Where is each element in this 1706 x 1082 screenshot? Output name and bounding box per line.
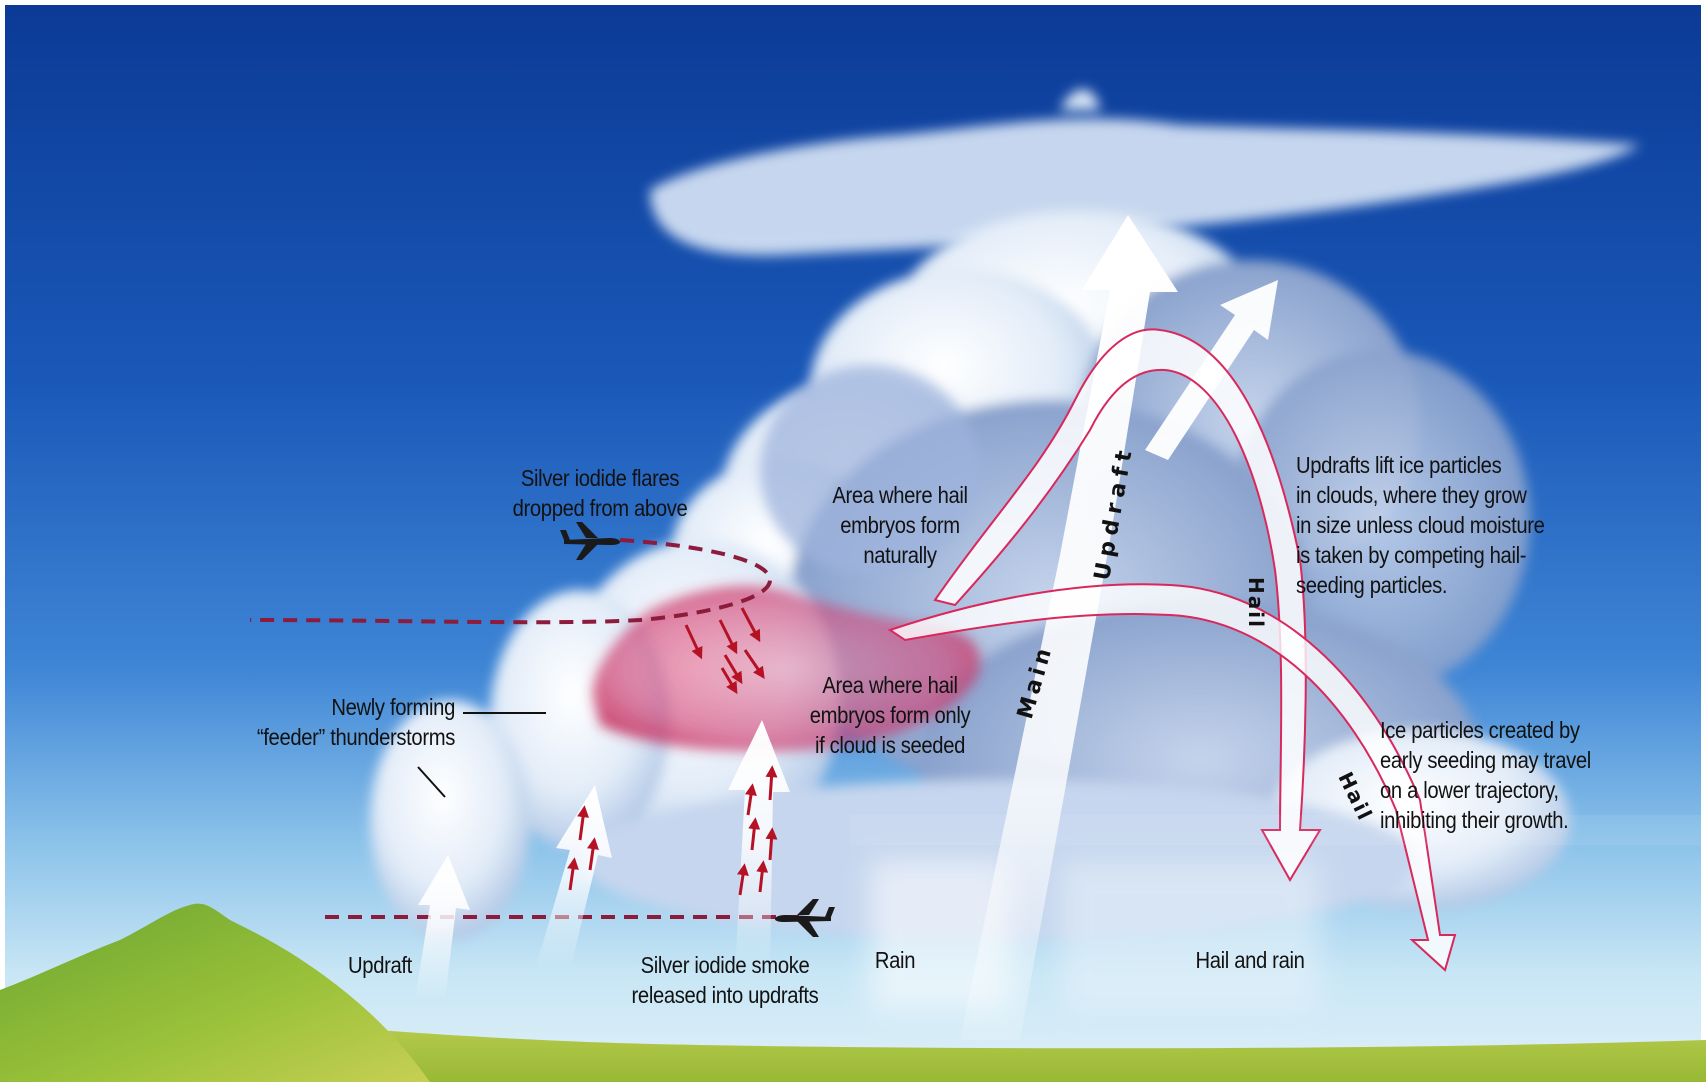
- ice-particles-label: Ice particles created by early seeding m…: [1380, 715, 1644, 835]
- hail-upper-arrow-label: Hail: [1244, 577, 1268, 629]
- feeder-label: Newly forming “feeder” thunderstorms: [217, 692, 455, 752]
- updrafts-lift-label: Updrafts lift ice particles in clouds, w…: [1296, 450, 1613, 600]
- hail-and-rain-label: Hail and rain: [1180, 945, 1321, 975]
- rain-label: Rain: [864, 945, 926, 975]
- updraft-bottom-label: Updraft: [327, 950, 433, 980]
- smoke-label: Silver iodide smoke released into updraf…: [615, 950, 835, 1010]
- natural-embryos-label: Area where hail embryos form naturally: [803, 480, 997, 570]
- flares-label: Silver iodide flares dropped from above: [494, 463, 705, 523]
- rain-shafts: [870, 860, 1320, 1010]
- seeded-embryos-label: Area where hail embryos form only if clo…: [793, 670, 987, 760]
